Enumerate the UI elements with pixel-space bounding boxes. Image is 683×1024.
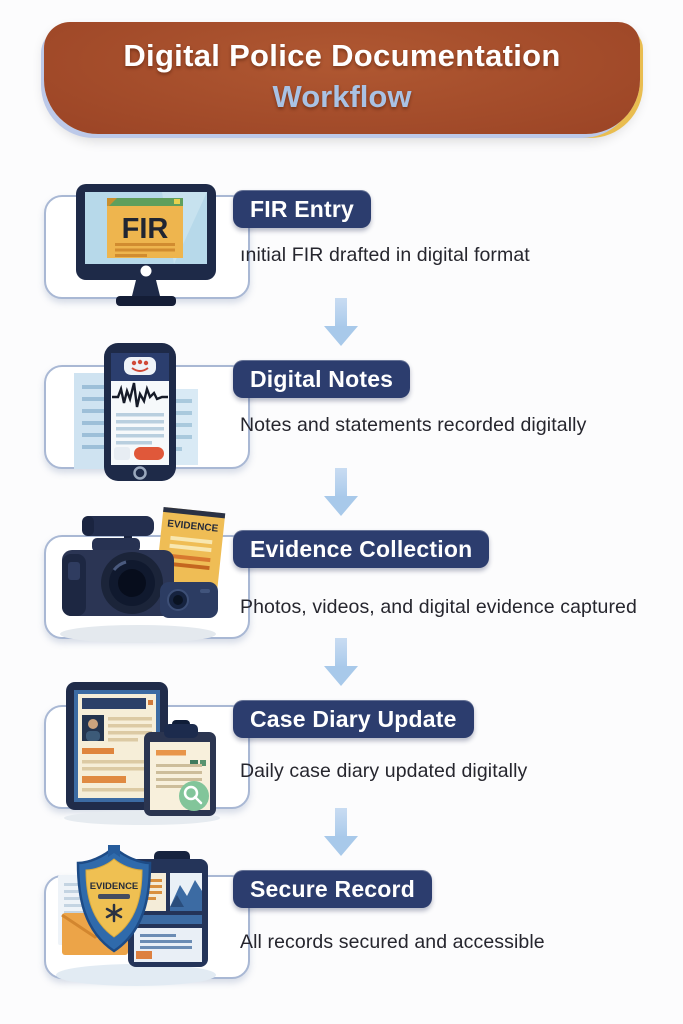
profile-photo (82, 715, 104, 741)
step-title-badge: FIR Entry (233, 190, 372, 228)
security-shield: EVIDENCE (76, 845, 152, 953)
audio-waveform (112, 382, 168, 408)
step-secure-record: EVIDENCE Secure Record All records secur… (0, 845, 683, 1024)
chart-thumbnail (170, 873, 202, 911)
fir-label: FIR (122, 213, 169, 245)
phone-recorder-icon (50, 337, 230, 487)
shield-evidence-label: EVIDENCE (90, 881, 139, 892)
step-description: Daily case diary updated digitally (240, 760, 528, 782)
step-case-diary-update: Case Diary Update Daily case diary updat… (0, 682, 683, 858)
step-digital-notes: Digital Notes Notes and statements recor… (0, 343, 683, 518)
page-subtitle: Workflow (272, 79, 412, 114)
shield-records-icon: EVIDENCE (46, 843, 226, 993)
step-description: Photos, videos, and digital evidence cap… (240, 596, 637, 618)
down-arrow (324, 468, 358, 516)
camera-evidence-icon: EVIDENCE (50, 502, 230, 652)
dslr-camera (62, 516, 174, 616)
step-description: Notes and statements recorded digitally (240, 414, 587, 436)
tablet-case-file (66, 682, 168, 810)
body-camera (160, 582, 218, 618)
header-banner: Digital Police Documentation Workflow (44, 22, 640, 134)
evidence-bag-label: EVIDENCE (167, 518, 219, 534)
step-title-badge: Evidence Collection (233, 530, 490, 568)
tablet-clipboard-icon (50, 678, 230, 828)
fir-monitor-icon: FIR (50, 178, 230, 328)
desktop-monitor: FIR (76, 184, 216, 306)
monitor-stand (116, 280, 176, 306)
step-description: ınitial FIR drafted in digital format (240, 244, 530, 266)
down-arrow (324, 298, 358, 346)
step-description: All records secured and accessible (240, 931, 545, 953)
smartphone (104, 343, 176, 481)
step-title-badge: Digital Notes (233, 360, 411, 398)
page-title: Digital Police Documentation (123, 38, 561, 73)
step-title-badge: Case Diary Update (233, 700, 474, 738)
clipboard-diary (144, 720, 216, 816)
magnifier-badge (179, 781, 209, 811)
down-arrow (324, 808, 358, 856)
step-title-badge: Secure Record (233, 870, 432, 908)
asterisk-seal (105, 903, 123, 923)
down-arrow (324, 638, 358, 686)
fir-document: FIR (107, 198, 183, 258)
record-button (134, 447, 164, 460)
step-fir-entry: FIR FIR Entry ınitial FIR drafted in dig… (0, 178, 683, 348)
step-evidence-collection: EVIDENCE (0, 506, 683, 688)
